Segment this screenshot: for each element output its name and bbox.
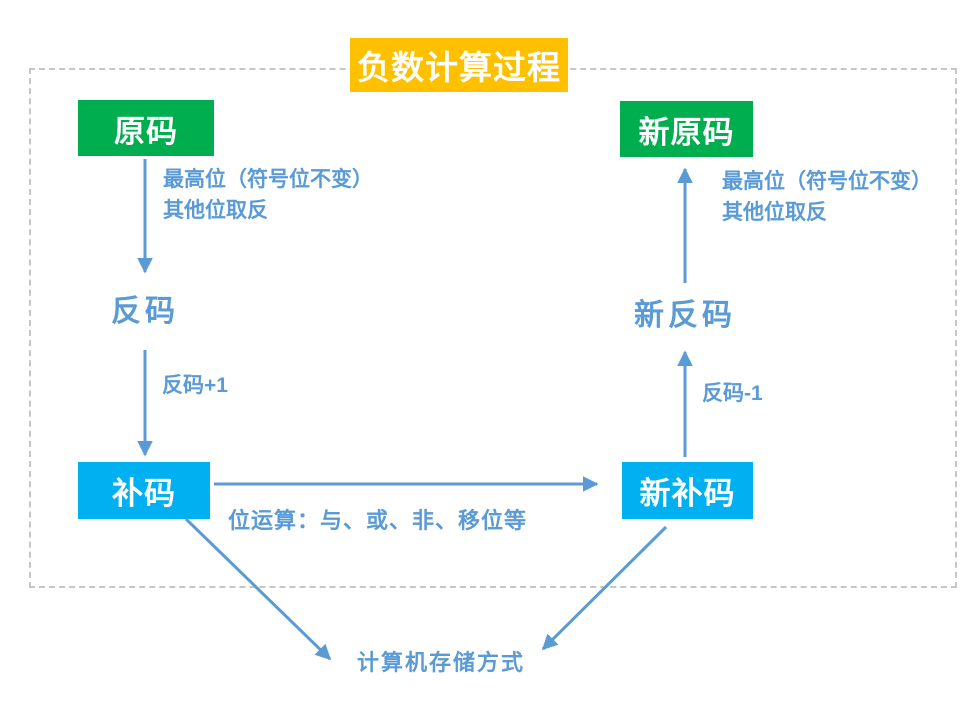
- edge-label-bit-ops: 位运算：与、或、非、移位等: [228, 508, 528, 533]
- node-storage: 计算机存储方式: [357, 650, 526, 675]
- edge-label-minus-one: 反码-1: [702, 382, 763, 405]
- node-buma: 补码: [78, 462, 210, 519]
- edge-label-invert-right-line2: 其他位取反: [722, 201, 827, 224]
- node-yuanma: 原码: [78, 100, 214, 156]
- node-xin-yuanma: 新原码: [620, 101, 753, 157]
- edge-label-invert-right: 最高位（符号位不变） 其他位取反: [722, 166, 932, 228]
- node-xin-buma: 新补码: [622, 462, 753, 519]
- edge-label-invert-right-line1: 最高位（符号位不变）: [722, 170, 932, 193]
- diagram-title: 负数计算过程: [350, 38, 568, 92]
- edge-label-invert-left-line2: 其他位取反: [163, 199, 268, 222]
- edge-label-plus-one: 反码+1: [162, 374, 228, 397]
- node-fanma: 反码: [111, 295, 179, 328]
- edge-label-invert-left: 最高位（符号位不变） 其他位取反: [163, 164, 373, 226]
- edge-label-invert-left-line1: 最高位（符号位不变）: [163, 168, 373, 191]
- node-xin-fanma: 新反码: [634, 299, 736, 332]
